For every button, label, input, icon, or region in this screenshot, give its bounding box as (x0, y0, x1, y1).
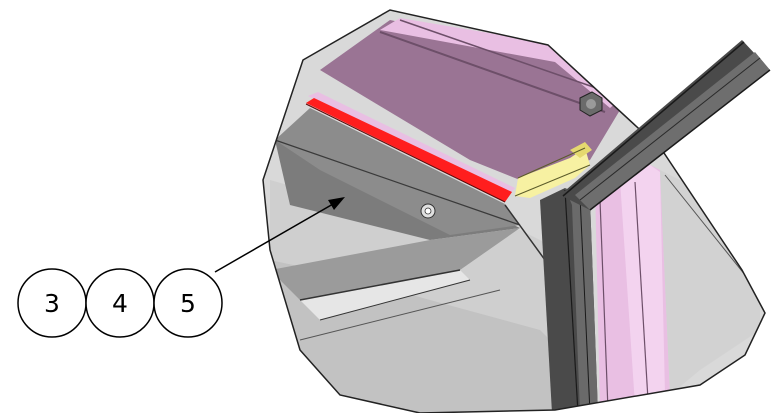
balloon-4-label: 4 (112, 289, 128, 318)
small-washer (420, 203, 436, 219)
frame-edge-2 (579, 195, 591, 413)
balloon-3-label: 3 (44, 289, 60, 318)
detail-outline (262, 9, 766, 413)
channel-lip (300, 270, 470, 320)
thin-brace (504, 204, 546, 261)
pink-column-face (620, 165, 665, 405)
right-side-plate (660, 170, 760, 395)
red-strip (306, 98, 512, 202)
balloon-4: 4 (85, 268, 155, 338)
frame-edge (564, 189, 579, 413)
floor-line (299, 289, 501, 341)
yellow-bracket-outline (517, 147, 586, 179)
dark-channel-face (270, 228, 520, 300)
pink-rail-edge (379, 31, 606, 113)
balloon-5: 5 (153, 268, 223, 338)
diagonal-arm (560, 40, 771, 211)
balloon-3: 3 (17, 268, 87, 338)
yellow-bracket (515, 148, 590, 198)
pink-column-edge (634, 181, 649, 401)
balloon-5-label: 5 (180, 289, 196, 318)
channel-lower-edge (319, 279, 471, 321)
right-side-plate-edge (664, 174, 746, 276)
balloon-group: 3 4 5 (17, 268, 223, 338)
underside-edge (274, 139, 521, 226)
pink-column-edge-2 (599, 199, 609, 411)
upper-bolt (579, 91, 603, 117)
dark-vertical-frame-light (565, 188, 598, 413)
yellow-bracket-outline-2 (514, 164, 591, 197)
channel-edge (299, 269, 461, 301)
pink-rail (380, 18, 625, 108)
red-strip-edge (305, 103, 506, 203)
pink-rail-edge-2 (399, 19, 626, 99)
detail-circle (263, 10, 765, 413)
leader-line (214, 197, 345, 273)
leader-arrowhead (328, 197, 345, 210)
